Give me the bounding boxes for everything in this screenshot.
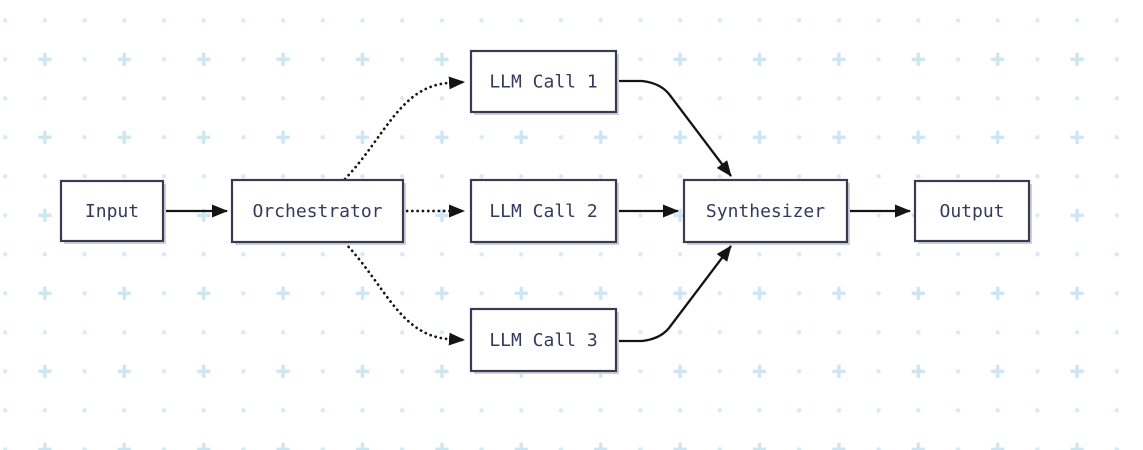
- node-input-label: Input: [85, 201, 139, 222]
- edges-layer: [165, 76, 911, 346]
- node-output-box: [913, 179, 1031, 243]
- nodes-layer: Input Orchestrator LLM Call 1 LLM Call 2…: [59, 49, 1032, 374]
- node-llm-call-3-label: LLM Call 3: [489, 330, 597, 351]
- edge-orchestrator-to-llm-call-1: [343, 76, 466, 181]
- edge-llm-call-3-to-synthesizer: [618, 245, 732, 343]
- node-input: Input: [59, 179, 166, 244]
- node-llm-call-1-label: LLM Call 1: [489, 72, 597, 93]
- edge-orchestrator-to-llm-call-3: [343, 241, 466, 346]
- node-output: Output: [913, 179, 1032, 244]
- node-llm-call-2-box: [469, 178, 618, 244]
- node-synthesizer-label: Synthesizer: [706, 201, 825, 222]
- node-llm-call-2: LLM Call 2: [469, 178, 619, 245]
- node-llm-call-1: LLM Call 1: [469, 49, 619, 115]
- node-synthesizer-box: [682, 178, 849, 244]
- node-synthesizer: Synthesizer: [682, 178, 850, 245]
- node-input-box: [59, 179, 165, 243]
- node-llm-call-1-box: [469, 49, 618, 114]
- node-orchestrator-box: [230, 178, 405, 244]
- node-orchestrator: Orchestrator: [230, 178, 406, 245]
- node-llm-call-3: LLM Call 3: [469, 307, 619, 374]
- node-llm-call-2-label: LLM Call 2: [489, 201, 597, 222]
- edge-llm-call-1-to-synthesizer: [618, 79, 732, 177]
- node-output-label: Output: [939, 201, 1004, 222]
- node-llm-call-3-box: [469, 307, 618, 373]
- node-orchestrator-label: Orchestrator: [252, 201, 382, 222]
